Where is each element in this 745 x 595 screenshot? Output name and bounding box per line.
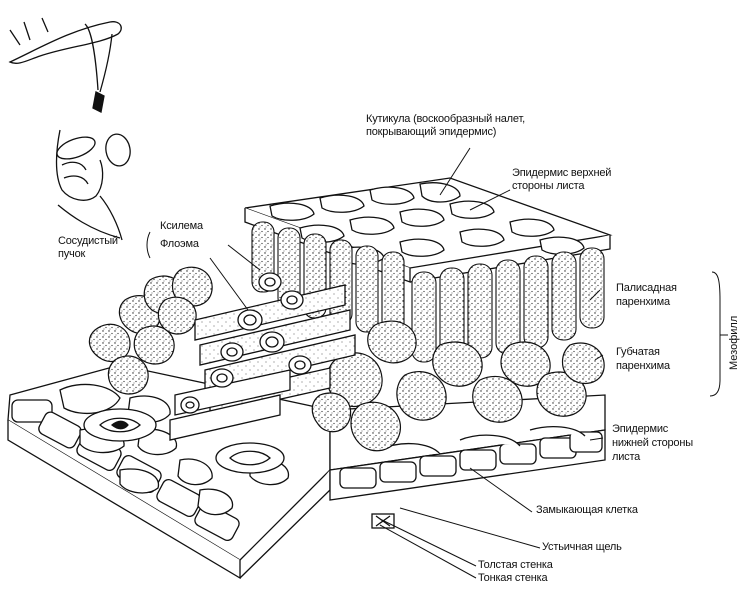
label-upper-epidermis-line2: стороны листа bbox=[512, 180, 584, 193]
label-spongy-line2: паренхима bbox=[616, 360, 670, 373]
label-vascular-bundle-line2: пучок bbox=[58, 248, 85, 261]
label-lower-epidermis-line1: Эпидермис bbox=[612, 423, 668, 436]
label-guard-cell: Замыкающая клетка bbox=[536, 504, 638, 517]
label-phloem: Флоэма bbox=[160, 238, 199, 251]
label-stoma: Устьичная щель bbox=[542, 541, 622, 554]
label-cuticle-line2: покрывающий эпидермис) bbox=[366, 126, 496, 139]
label-lower-epidermis-line3: листа bbox=[612, 451, 640, 464]
label-mesophyll: Мезофилл bbox=[728, 316, 740, 370]
label-cuticle-line1: Кутикула (воскообразный налет, bbox=[366, 113, 525, 126]
label-palisade-line1: Палисадная bbox=[616, 282, 677, 295]
label-lower-epidermis-line2: нижней стороны bbox=[612, 437, 693, 450]
hand-with-scissors-icon bbox=[10, 18, 133, 240]
label-upper-epidermis-line1: Эпидермис верхней bbox=[512, 167, 611, 180]
label-vascular-bundle-line1: Сосудистый bbox=[58, 235, 118, 248]
label-spongy-line1: Губчатая bbox=[616, 346, 660, 359]
label-xylem: Ксилема bbox=[160, 220, 203, 233]
label-palisade-line2: паренхима bbox=[616, 296, 670, 309]
label-thin-wall: Тонкая стенка bbox=[478, 572, 547, 585]
label-thick-wall: Толстая стенка bbox=[478, 559, 553, 572]
